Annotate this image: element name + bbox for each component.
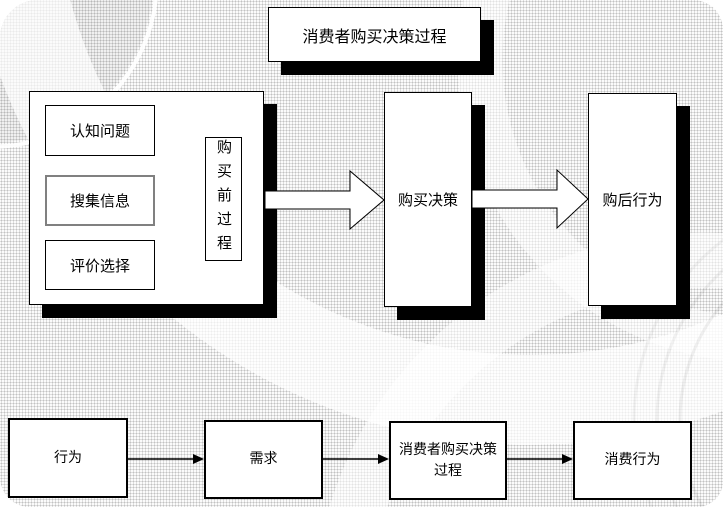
step-label: 搜集信息 — [69, 192, 130, 210]
pre-purchase-group-box[interactable]: 认知问题 搜集信息 评价选择 购买前过程 — [29, 91, 264, 305]
title-box[interactable]: 消费者购买决策过程 — [268, 7, 481, 62]
connector-behavior-to-need[interactable] — [128, 454, 204, 464]
step-label: 认知问题 — [69, 122, 130, 140]
block-arrow-to-decision[interactable] — [264, 169, 385, 231]
title-label: 消费者购买决策过程 — [302, 26, 447, 46]
purchase-decision-label: 购买决策 — [397, 191, 458, 209]
bottom-box-label: 消费者购买决策过程 — [399, 442, 497, 479]
post-purchase-box[interactable]: 购后行为 — [588, 93, 677, 306]
step-box-problem-recognition[interactable]: 认知问题 — [45, 105, 155, 156]
post-purchase-label: 购后行为 — [602, 191, 663, 209]
bottom-box-consumption-behavior[interactable]: 消费行为 — [573, 421, 692, 500]
step-label: 评价选择 — [69, 256, 130, 275]
purchase-decision-box[interactable]: 购买决策 — [384, 92, 472, 307]
connector-need-to-process[interactable] — [323, 454, 389, 464]
bottom-box-label: 需求 — [249, 451, 278, 468]
bottom-box-decision-process[interactable]: 消费者购买决策过程 — [389, 421, 507, 500]
bottom-box-label: 消费行为 — [604, 452, 661, 469]
bottom-box-need[interactable]: 需求 — [204, 420, 323, 499]
step-box-evaluation-choice[interactable]: 评价选择 — [45, 240, 155, 290]
block-arrow-to-post[interactable] — [471, 168, 589, 230]
pre-purchase-side-label: 购买前过程 — [215, 139, 233, 259]
pre-purchase-side-box[interactable]: 购买前过程 — [205, 137, 242, 261]
bottom-box-behavior[interactable]: 行为 — [8, 418, 128, 498]
connector-process-to-consumption[interactable] — [507, 454, 573, 464]
bottom-box-label: 行为 — [54, 449, 82, 466]
step-box-information-search[interactable]: 搜集信息 — [45, 175, 155, 226]
